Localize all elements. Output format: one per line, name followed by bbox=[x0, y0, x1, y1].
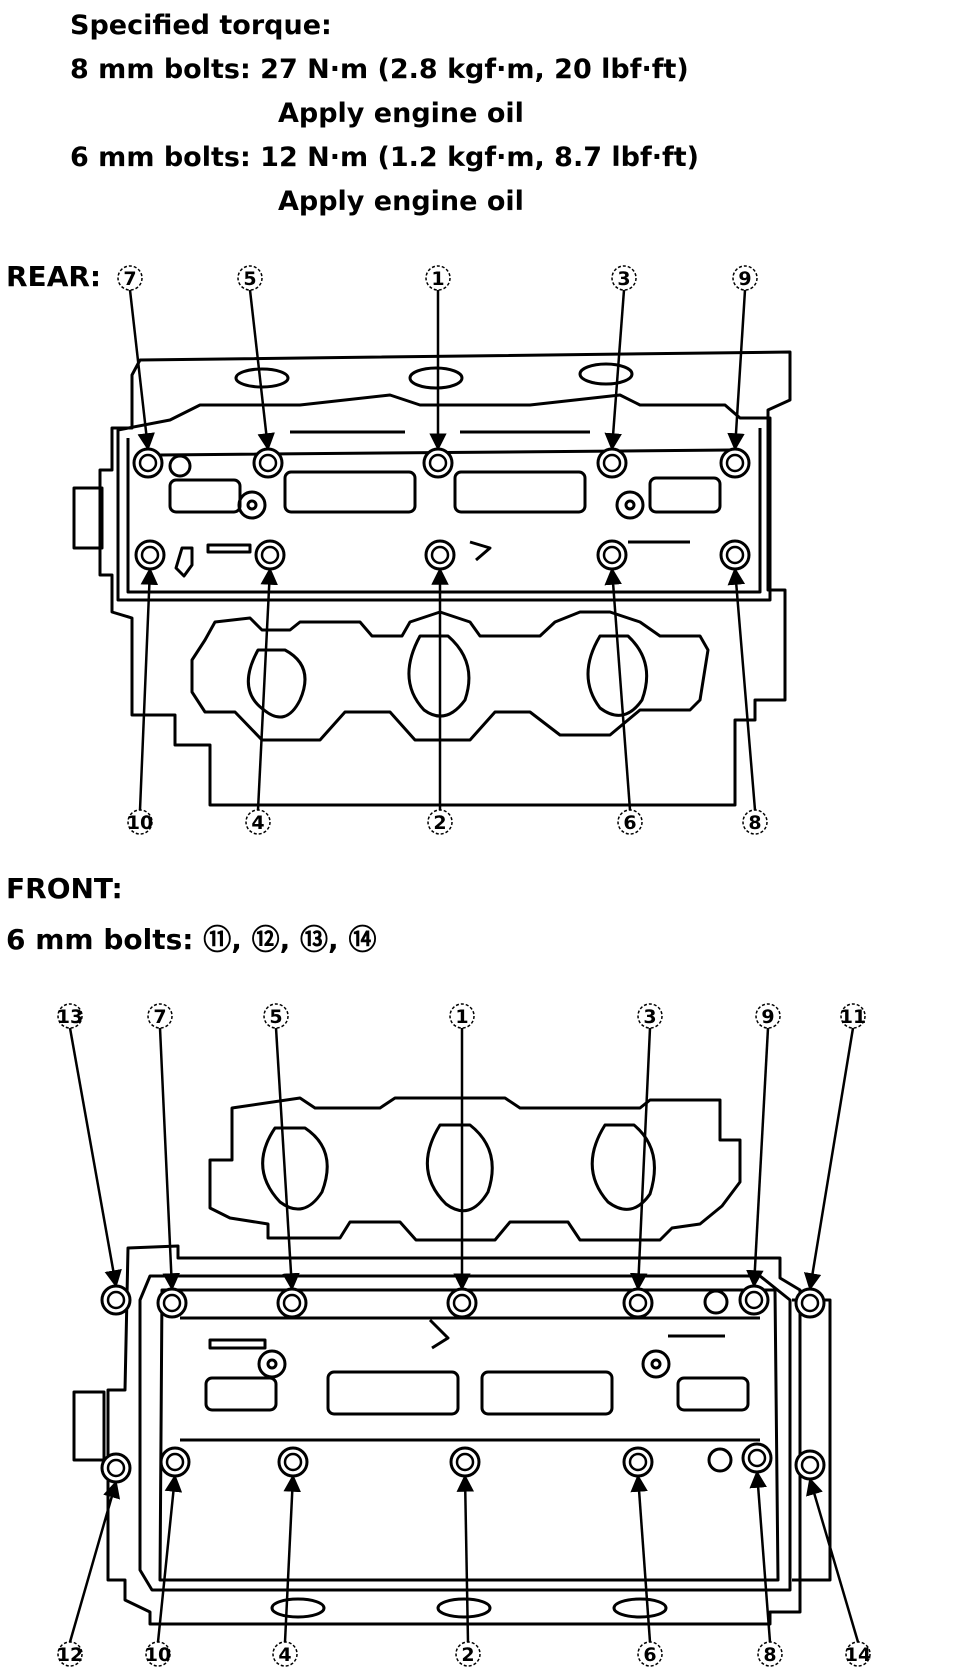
spec-6mm-row: 6 mm bolts: 12 N·m (1.2 kgf·m, 8.7 lbf·f… bbox=[70, 136, 699, 180]
rear-bolt-8 bbox=[719, 539, 751, 571]
front-callout-6-label: 6 bbox=[643, 1644, 656, 1666]
front-callout-4-label: 4 bbox=[278, 1644, 291, 1666]
rear-callout-4-label: 4 bbox=[251, 812, 264, 834]
rear-callout-5-label: 5 bbox=[243, 268, 256, 290]
front-bolt-1 bbox=[446, 1287, 478, 1319]
front-callout-10-label: 10 bbox=[145, 1644, 171, 1666]
spec-6mm-label: 6 mm bolts: bbox=[70, 142, 251, 173]
front-callout-4: 4 bbox=[272, 1474, 301, 1667]
rear-callout-9: 9 bbox=[727, 265, 758, 451]
front-callout-1-label: 1 bbox=[455, 1006, 468, 1028]
front-bolt-12 bbox=[100, 1452, 132, 1484]
front-callout-14: 14 bbox=[806, 1477, 871, 1667]
rear-callout-8-label: 8 bbox=[748, 812, 761, 834]
front-bolt-9 bbox=[738, 1284, 770, 1316]
front-callout-2-label: 2 bbox=[461, 1644, 474, 1666]
spec-8mm-note: Apply engine oil bbox=[278, 98, 524, 129]
rear-callout-7-label: 7 bbox=[123, 268, 136, 290]
front-label: FRONT: bbox=[6, 872, 123, 905]
rear-callout-9-label: 9 bbox=[738, 268, 751, 290]
front-bolt-10 bbox=[159, 1446, 191, 1478]
front-callout-7-label: 7 bbox=[153, 1006, 166, 1028]
front-bolt-13 bbox=[100, 1284, 132, 1316]
front-bolt-6 bbox=[622, 1446, 654, 1478]
spec-6mm-value: 12 N·m (1.2 kgf·m, 8.7 lbf·ft) bbox=[260, 142, 699, 173]
front-6mm-note: 6 mm bolts: ⑪, ⑫, ⑬, ⑭ bbox=[6, 923, 377, 956]
front-6mm-note-bolt-11: ⑪ bbox=[203, 923, 232, 956]
rear-callout-1-label: 1 bbox=[431, 268, 444, 290]
front-6mm-note-bolt-12: ⑫ bbox=[251, 923, 280, 956]
spec-8mm-row: 8 mm bolts: 27 N·m (2.8 kgf·m, 20 lbf·ft… bbox=[70, 48, 699, 92]
front-6mm-note-bolt-13: ⑬ bbox=[300, 923, 329, 956]
spec-8mm-label: 8 mm bolts: bbox=[70, 54, 251, 85]
rear-bolt-10 bbox=[134, 539, 166, 571]
front-callout-6: 6 bbox=[630, 1474, 663, 1667]
front-head-drawing bbox=[72, 1096, 832, 1626]
front-callout-12: 12 bbox=[57, 1480, 121, 1667]
rear-callout-6: 6 bbox=[604, 567, 643, 835]
rear-bolt-1 bbox=[422, 447, 454, 479]
front-callout-9: 9 bbox=[746, 1003, 781, 1288]
front-bolt-5 bbox=[276, 1287, 308, 1319]
rear-callout-8: 8 bbox=[727, 567, 768, 835]
front-callout-2: 2 bbox=[455, 1474, 481, 1667]
rear-label: REAR: bbox=[6, 260, 102, 293]
rear-callout-3-label: 3 bbox=[617, 268, 630, 290]
rear-callout-2-label: 2 bbox=[433, 812, 446, 834]
front-6mm-note-bolt-14: ⑭ bbox=[348, 923, 377, 956]
rear-callout-6-label: 6 bbox=[623, 812, 636, 834]
front-callout-8: 8 bbox=[749, 1470, 783, 1667]
front-callout-8-label: 8 bbox=[763, 1644, 776, 1666]
spec-6mm-note: Apply engine oil bbox=[278, 186, 524, 217]
front-callout-10: 10 bbox=[145, 1474, 183, 1667]
spec-heading: Specified torque: bbox=[70, 10, 332, 41]
front-bolt-14 bbox=[794, 1449, 826, 1481]
rear-bolt-2 bbox=[424, 539, 456, 571]
front-bolt-4 bbox=[277, 1446, 309, 1478]
front-bolt-7 bbox=[156, 1287, 188, 1319]
rear-callout-4: 4 bbox=[245, 567, 278, 835]
rear-callout-2: 2 bbox=[427, 567, 453, 835]
rear-bolt-4 bbox=[254, 539, 286, 571]
rear-callout-10: 10 bbox=[127, 567, 159, 835]
rear-head-drawing bbox=[72, 350, 792, 807]
rear-callout-7: 7 bbox=[117, 265, 155, 451]
front-callout-3: 3 bbox=[629, 1003, 663, 1291]
rear-bolt-6 bbox=[596, 539, 628, 571]
front-callout-13-label: 13 bbox=[57, 1006, 83, 1028]
front-callout-5: 5 bbox=[263, 1003, 300, 1291]
front-bolt-8 bbox=[741, 1442, 773, 1474]
front-callout-11-label: 11 bbox=[840, 1006, 866, 1028]
rear-bolt-layer: 7 5 1 3 9 10 4 2 6 8 bbox=[117, 265, 768, 835]
front-callout-11: 11 bbox=[803, 1003, 866, 1291]
front-bolt-3 bbox=[622, 1287, 654, 1319]
rear-bolt-5 bbox=[252, 447, 284, 479]
front-callout-13: 13 bbox=[57, 1003, 122, 1288]
front-bolt-11 bbox=[794, 1287, 826, 1319]
torque-spec: Specified torque: 8 mm bolts: 27 N·m (2.… bbox=[70, 4, 699, 224]
rear-callout-3: 3 bbox=[604, 265, 637, 451]
spec-8mm-value: 27 N·m (2.8 kgf·m, 20 lbf·ft) bbox=[260, 54, 689, 85]
front-bolt-2 bbox=[449, 1446, 481, 1478]
front-callout-1: 1 bbox=[449, 1003, 475, 1291]
front-callout-14-label: 14 bbox=[845, 1644, 871, 1666]
front-callout-5-label: 5 bbox=[269, 1006, 282, 1028]
front-callout-3-label: 3 bbox=[643, 1006, 656, 1028]
rear-bolt-7 bbox=[132, 447, 164, 479]
rear-callout-5: 5 bbox=[237, 265, 275, 451]
front-6mm-note-label: 6 mm bolts: bbox=[6, 923, 194, 956]
front-callout-12-label: 12 bbox=[57, 1644, 83, 1666]
rear-bolt-9 bbox=[719, 447, 751, 479]
rear-bolt-3 bbox=[596, 447, 628, 479]
rear-callout-10-label: 10 bbox=[127, 812, 153, 834]
front-callout-7: 7 bbox=[147, 1003, 181, 1291]
front-callout-9-label: 9 bbox=[761, 1006, 774, 1028]
rear-callout-1: 1 bbox=[425, 265, 451, 451]
